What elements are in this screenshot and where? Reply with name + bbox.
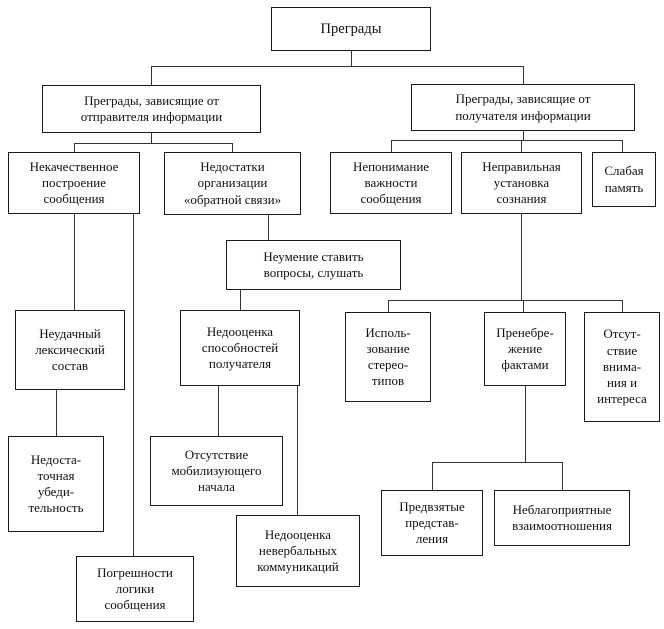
- connector-line: [297, 386, 298, 515]
- connector-line: [432, 462, 563, 463]
- connector-line: [133, 214, 134, 556]
- node-weak-memory: Слабая память: [592, 152, 656, 207]
- connector-line: [151, 133, 152, 143]
- connector-line: [151, 66, 524, 67]
- connector-line: [391, 140, 623, 141]
- connector-line: [388, 300, 389, 312]
- node-misunderstanding-importance: Непонимание важности сообщения: [330, 152, 452, 214]
- connector-line: [74, 143, 233, 144]
- connector-line: [622, 300, 623, 312]
- node-feedback-organization-flaws: Недостатки организации «обратной связи»: [164, 152, 301, 215]
- connector-line: [523, 300, 524, 312]
- connector-line: [523, 66, 524, 84]
- connector-line: [523, 131, 524, 140]
- node-barriers-root: Преграды: [271, 7, 431, 51]
- node-poor-lexical-composition: Неудачный лексический состав: [15, 310, 125, 390]
- node-underestimating-receiver: Недооценка способностей получателя: [180, 310, 300, 386]
- connector-line: [525, 386, 526, 462]
- node-biased-notions: Предвзятые представ- ления: [381, 490, 483, 556]
- node-inability-to-ask-listen: Неумение ставить вопросы, слушать: [226, 240, 401, 290]
- node-sender-barriers: Преграды, зависящие от отправителя инфор…: [42, 85, 261, 133]
- connector-line: [151, 66, 152, 85]
- connector-line: [622, 140, 623, 152]
- node-poor-message-construction: Некачественное построение сообщения: [8, 152, 140, 214]
- connector-line: [74, 214, 75, 310]
- connector-line: [218, 386, 219, 436]
- connector-line: [521, 214, 522, 300]
- connector-line: [232, 143, 233, 152]
- connector-line: [521, 140, 522, 152]
- node-neglect-of-facts: Пренебре- жение фактами: [484, 312, 566, 386]
- connector-line: [240, 290, 241, 310]
- node-stereotype-use: Исполь- зование стерео- типов: [345, 312, 431, 402]
- connector-line: [351, 51, 352, 66]
- node-insufficient-persuasiveness: Недоста- точная убеди- тельность: [8, 436, 104, 532]
- connector-line: [56, 390, 57, 436]
- node-lack-of-mobilizing-start: Отсутствие мобилизующего начала: [150, 436, 283, 506]
- node-message-logic-errors: Погрешности логики сообщения: [76, 556, 194, 622]
- node-underestimating-nonverbal: Недооценка невербальных коммуникаций: [236, 515, 360, 587]
- node-lack-of-attention-interest: Отсут- ствие внима- ния и интереса: [584, 312, 660, 422]
- connector-line: [268, 215, 269, 240]
- connector-line: [432, 462, 433, 490]
- node-unfavorable-relations: Неблагоприятные взаимоотношения: [494, 490, 630, 546]
- node-wrong-mindset: Неправильная установка сознания: [461, 152, 582, 214]
- node-receiver-barriers: Преграды, зависящие от получателя информ…: [411, 84, 635, 131]
- connector-line: [562, 462, 563, 490]
- connector-line: [388, 300, 623, 301]
- connector-line: [74, 143, 75, 152]
- connector-line: [391, 140, 392, 152]
